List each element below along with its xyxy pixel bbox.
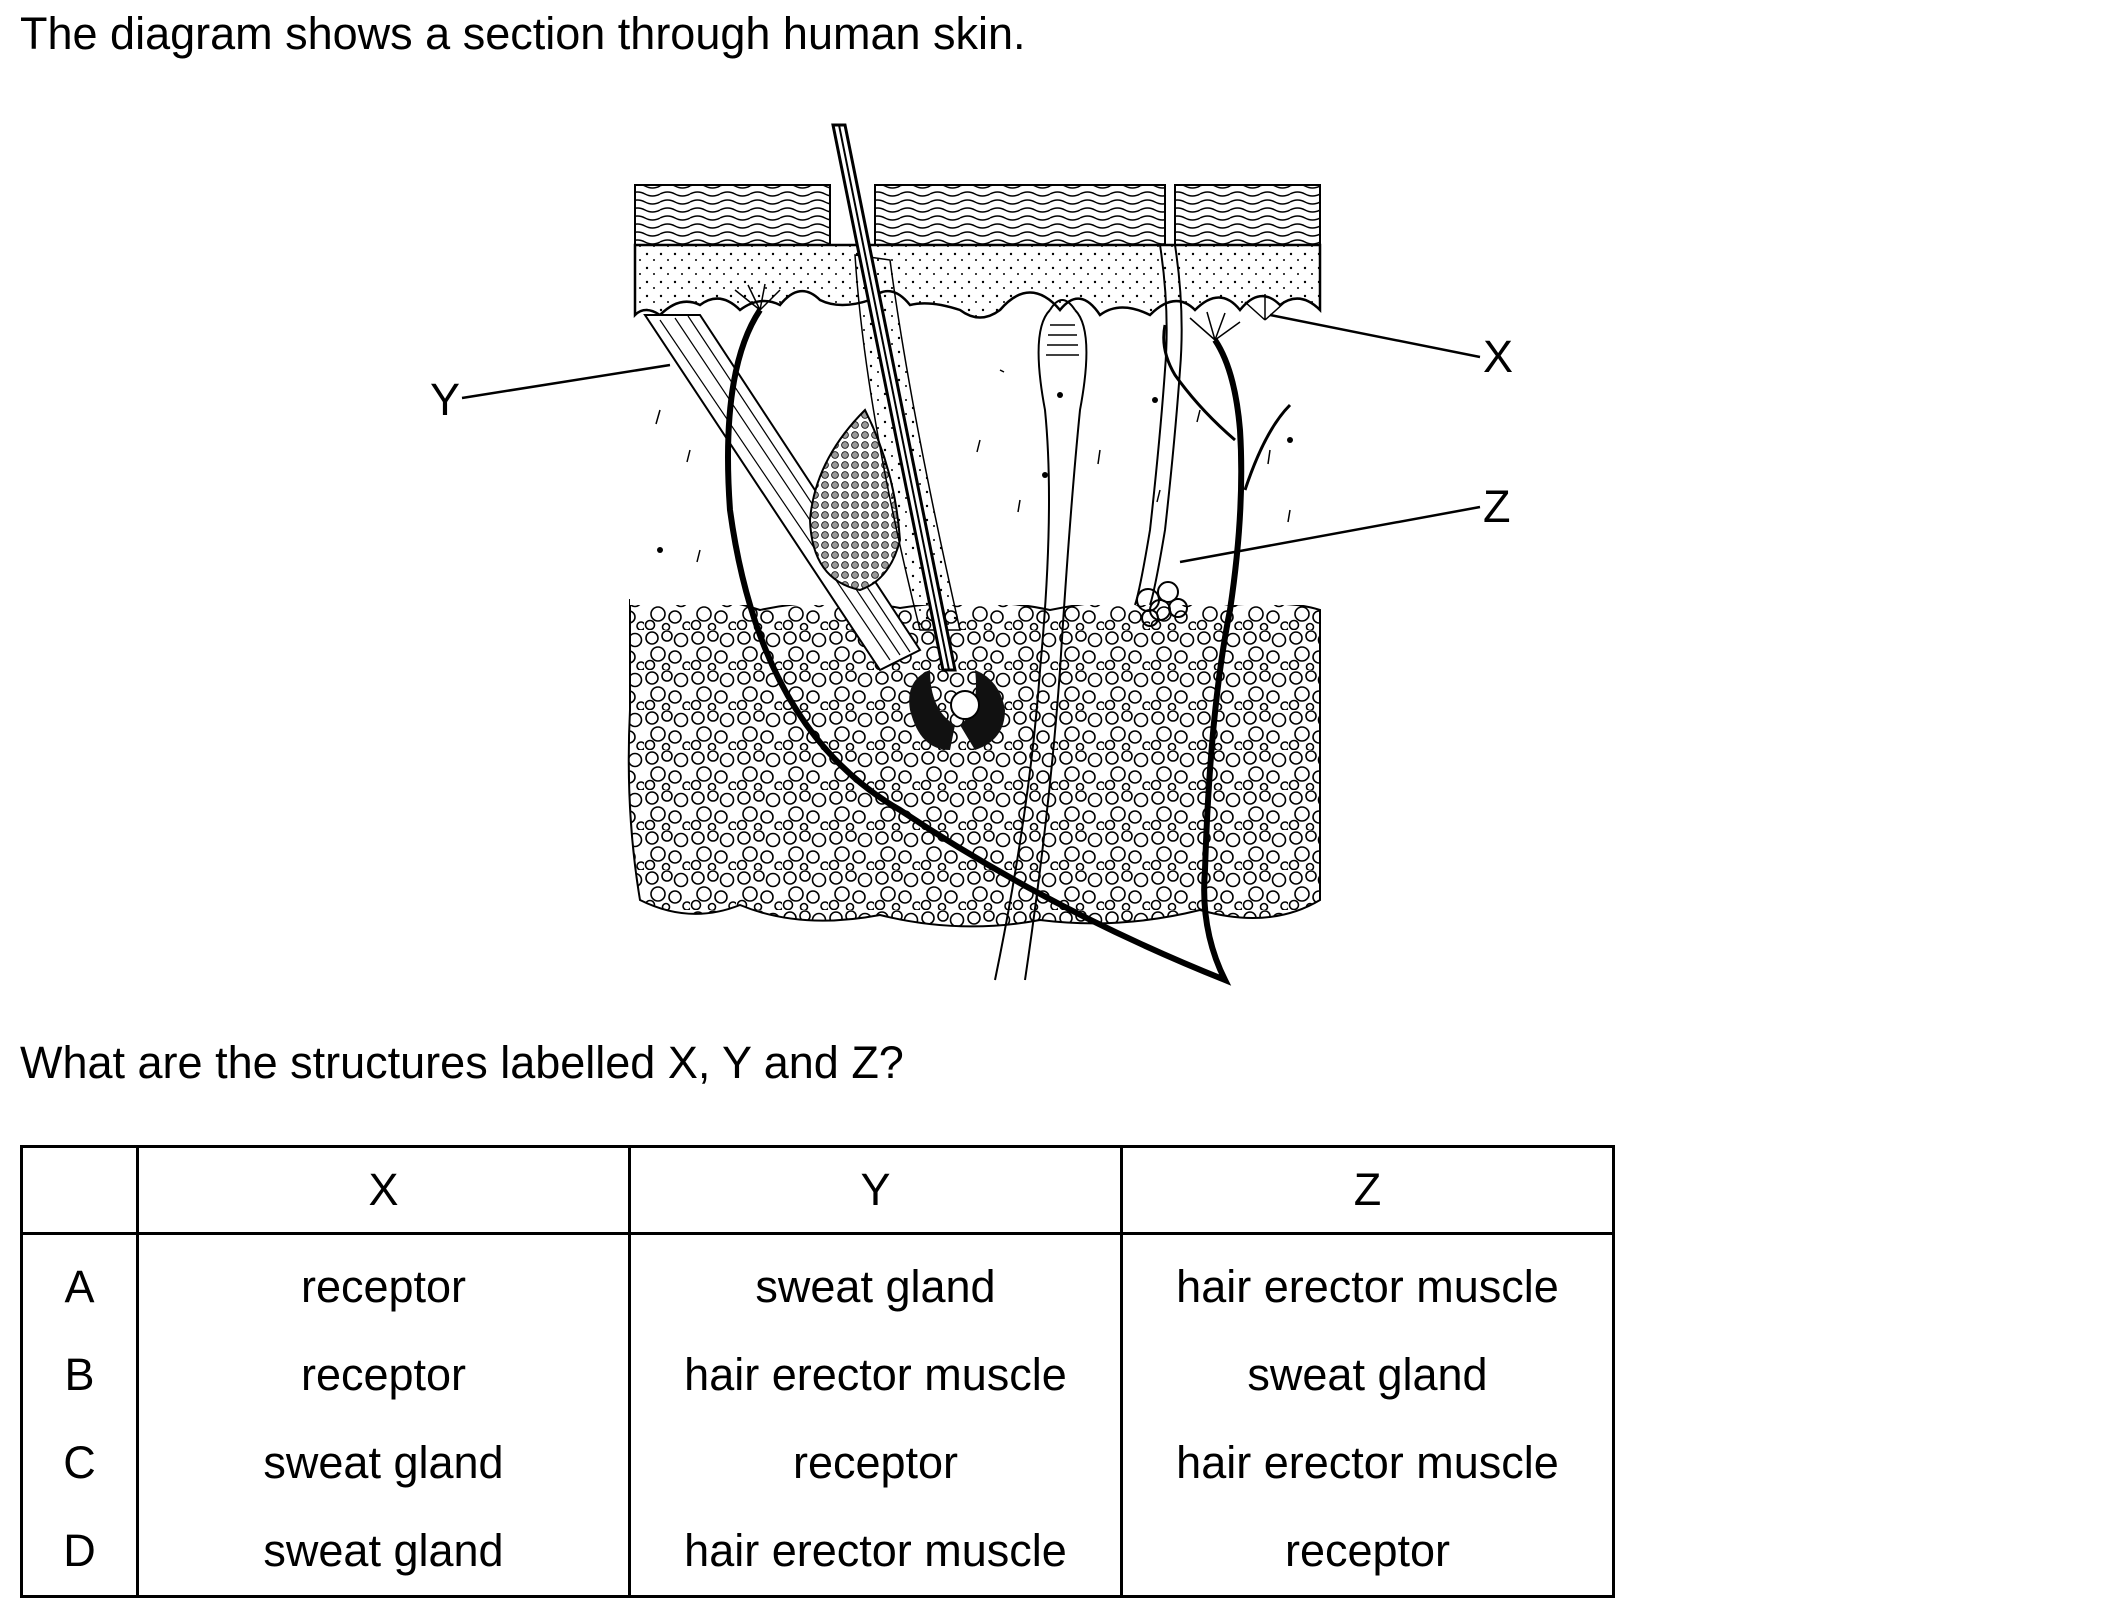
cell-x: receptor: [136, 1331, 631, 1419]
cell-y: sweat gland: [628, 1233, 1123, 1331]
cell-z: sweat gland: [1120, 1331, 1615, 1419]
option-letter: B: [20, 1331, 139, 1419]
label-z: Z: [1483, 481, 1511, 532]
header-x: X: [136, 1145, 631, 1235]
option-letter: C: [20, 1419, 139, 1507]
table-row: B receptor hair erector muscle sweat gla…: [20, 1331, 1615, 1419]
cell-z: receptor: [1120, 1507, 1615, 1598]
cell-y: hair erector muscle: [628, 1331, 1123, 1419]
label-x: X: [1483, 331, 1513, 382]
cell-z: hair erector muscle: [1120, 1233, 1615, 1331]
option-letter: A: [20, 1233, 139, 1331]
table-header-row: X Y Z: [20, 1145, 1615, 1235]
skin-section-diagram: Y X Z: [430, 123, 1513, 986]
option-letter: D: [20, 1507, 139, 1598]
header-y: Y: [628, 1145, 1123, 1235]
label-y: Y: [430, 374, 460, 425]
table-row: D sweat gland hair erector muscle recept…: [20, 1507, 1615, 1598]
cell-x: sweat gland: [136, 1419, 631, 1507]
cell-y: receptor: [628, 1419, 1123, 1507]
cell-x: receptor: [136, 1233, 631, 1331]
question-text: What are the structures labelled X, Y an…: [20, 1037, 904, 1088]
table-row: A receptor sweat gland hair erector musc…: [20, 1233, 1615, 1331]
cell-x: sweat gland: [136, 1507, 631, 1598]
intro-text: The diagram shows a section through huma…: [20, 8, 1026, 59]
answer-table: X Y Z A receptor sweat gland hair erecto…: [20, 1145, 1615, 1598]
cell-y: hair erector muscle: [628, 1507, 1123, 1598]
table-row: C sweat gland receptor hair erector musc…: [20, 1419, 1615, 1507]
cell-z: hair erector muscle: [1120, 1419, 1615, 1507]
header-option: [20, 1145, 139, 1235]
header-z: Z: [1120, 1145, 1615, 1235]
